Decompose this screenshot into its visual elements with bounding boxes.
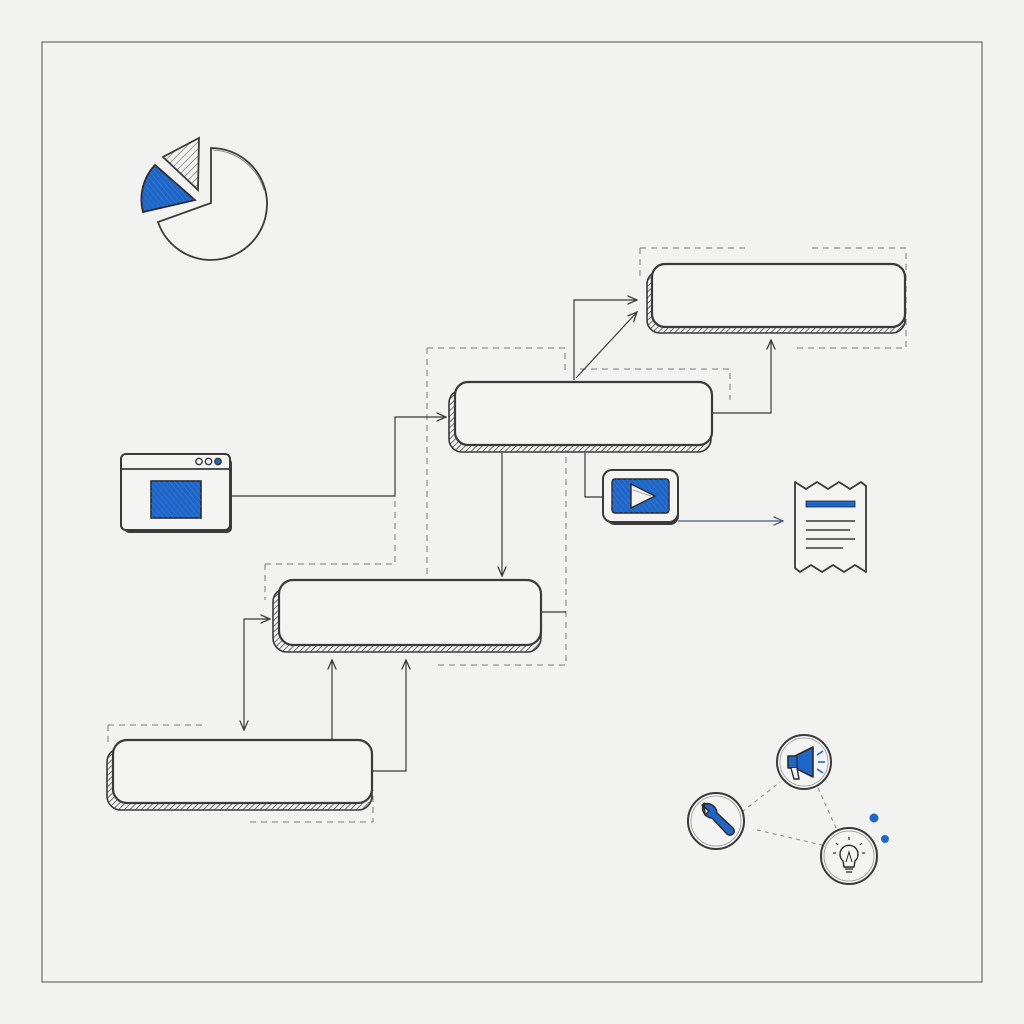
dashed-panel-lower [264,450,567,666]
dashed-panel-middle [426,347,731,575]
process-box-step-1[interactable] [646,262,907,334]
process-box-step-3[interactable] [272,578,543,653]
dashed-panel-bottom [107,724,374,823]
connector-browser-to-step2 [230,417,446,497]
lightbulb-icon [820,827,878,885]
accent-dot [881,835,889,843]
dashed-panels [107,247,907,823]
pie-chart-icon [140,136,268,261]
connectors [230,300,771,772]
connector-step2-to-step1-elbow [573,300,637,380]
connector-step2-to-step1-diagonal [575,312,637,379]
connector-step4-to-step3-right [370,660,406,772]
megaphone-icon [776,734,832,790]
browser-window-icon [120,453,232,533]
connector-step2-to-step1-up [712,340,771,414]
accent-dot [869,813,879,823]
process-box-step-2[interactable] [448,380,714,453]
document-receipt-icon [794,481,867,573]
wrench-icon [687,792,745,850]
video-play-icon[interactable] [602,469,679,525]
diagram-frame [41,41,983,983]
connector-step2-to-video [584,453,606,498]
idea-cluster [687,734,889,885]
process-box-step-4[interactable] [106,738,374,811]
connector-step3-step4-bidirectional [244,619,270,730]
